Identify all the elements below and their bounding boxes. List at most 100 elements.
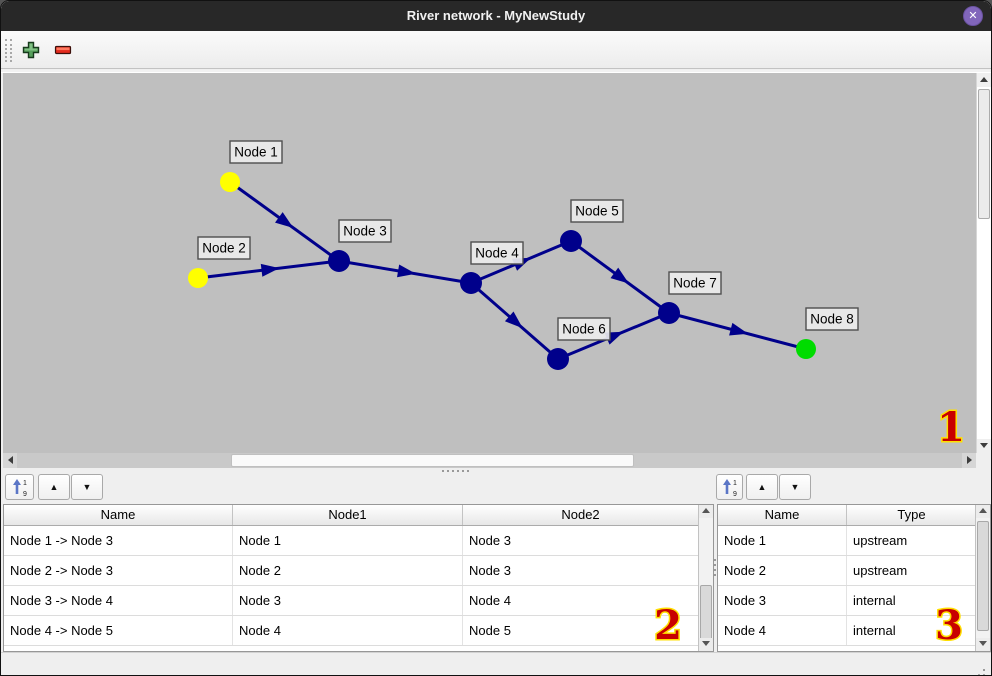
scroll-up-button[interactable] [699, 505, 713, 518]
network-node[interactable] [560, 230, 582, 252]
scroll-down-button[interactable] [976, 638, 990, 651]
table-cell: Node 1 -> Node 3 [4, 526, 233, 555]
node-label-box[interactable] [805, 307, 859, 331]
arrow-right-icon [966, 456, 972, 464]
svg-text:1: 1 [733, 480, 737, 487]
svg-text:1: 1 [23, 480, 27, 487]
sort-ascending-icon: 1 9 [12, 479, 27, 498]
network-node[interactable] [188, 268, 208, 288]
scroll-down-button[interactable] [699, 638, 713, 651]
node-label: Node 5 [575, 204, 619, 219]
node-label-box[interactable] [338, 219, 392, 243]
column-header[interactable]: Node1 [233, 505, 463, 525]
node-label-box[interactable] [197, 236, 251, 260]
network-node[interactable] [658, 302, 680, 324]
horizontal-scroll-thumb[interactable] [231, 454, 634, 467]
arrow-up-icon [702, 508, 710, 513]
scroll-thumb[interactable] [977, 521, 989, 631]
up-triangle-icon: ▲ [49, 482, 59, 492]
node-label-box[interactable] [557, 317, 611, 341]
reaches-table-scrollbar[interactable] [698, 505, 713, 651]
node-label-box[interactable] [570, 199, 624, 223]
arrow-down-icon [980, 443, 988, 448]
scroll-thumb[interactable] [700, 585, 712, 640]
node-label: Node 3 [343, 224, 387, 239]
column-header[interactable]: Name [718, 505, 847, 525]
table-cell: internal [847, 586, 977, 615]
network-node[interactable] [220, 172, 240, 192]
node-label-box[interactable] [229, 140, 283, 164]
vertical-splitter[interactable] [714, 504, 717, 652]
column-header[interactable]: Type [847, 505, 977, 525]
nodes-move-down-button[interactable]: ▼ [779, 474, 811, 500]
flow-arrow-icon [729, 322, 749, 336]
splitter-handle-icon [442, 470, 444, 472]
table-cell: Node 3 [718, 586, 847, 615]
remove-node-button[interactable] [51, 38, 75, 62]
column-header[interactable]: Node2 [463, 505, 699, 525]
node-label: Node 1 [234, 145, 278, 160]
network-node[interactable] [460, 272, 482, 294]
node-label-box[interactable] [470, 241, 524, 265]
node-label: Node 7 [673, 276, 717, 291]
node-label: Node 8 [810, 312, 854, 327]
scroll-up-button[interactable] [977, 73, 991, 87]
network-node[interactable] [328, 250, 350, 272]
flow-arrow-icon [397, 264, 416, 278]
canvas-horizontal-scrollbar[interactable] [3, 453, 976, 468]
table-cell: Node 5 [463, 616, 699, 645]
arrow-up-icon [980, 77, 988, 82]
toolbar-separator [1, 70, 991, 73]
titlebar[interactable]: River network - MyNewStudy ✕ [1, 1, 991, 31]
flow-arrow-icon [260, 263, 280, 277]
toolbar-drag-handle[interactable] [5, 39, 12, 62]
reaches-sort-button[interactable]: 1 9 [5, 474, 34, 500]
canvas-vertical-scrollbar[interactable] [976, 73, 991, 453]
green-plus-icon [22, 41, 40, 59]
scroll-right-button[interactable] [962, 453, 976, 468]
nodes-sort-button[interactable]: 1 9 [716, 474, 743, 500]
reaches-move-down-button[interactable]: ▼ [71, 474, 103, 500]
node-label-box[interactable] [668, 271, 722, 295]
network-node[interactable] [796, 339, 816, 359]
node-label: Node 2 [202, 241, 246, 256]
column-header[interactable]: Name [4, 505, 233, 525]
red-minus-icon [54, 45, 72, 55]
main-toolbar [1, 31, 991, 69]
flow-arrow-icon [610, 267, 629, 284]
close-icon: ✕ [968, 10, 978, 22]
table-cell: Node 2 [718, 556, 847, 585]
nodes-table-scrollbar[interactable] [975, 505, 990, 651]
horizontal-splitter[interactable] [1, 468, 991, 474]
resize-grip[interactable] [983, 669, 985, 671]
scroll-up-button[interactable] [976, 505, 990, 518]
close-button[interactable]: ✕ [963, 6, 983, 26]
table-cell: Node 4 -> Node 5 [4, 616, 233, 645]
table-cell: Node 3 [233, 586, 463, 615]
scroll-down-button[interactable] [977, 439, 991, 453]
scroll-left-button[interactable] [3, 453, 17, 468]
flow-arrow-icon [275, 212, 294, 228]
vertical-scroll-thumb[interactable] [978, 89, 990, 219]
table-cell: Node 4 [233, 616, 463, 645]
add-node-button[interactable] [19, 38, 43, 62]
network-node[interactable] [547, 348, 569, 370]
nodes-move-up-button[interactable]: ▲ [746, 474, 778, 500]
splitter-handle-icon [714, 559, 716, 561]
table-cell: Node 4 [463, 586, 699, 615]
reaches-move-up-button[interactable]: ▲ [38, 474, 70, 500]
